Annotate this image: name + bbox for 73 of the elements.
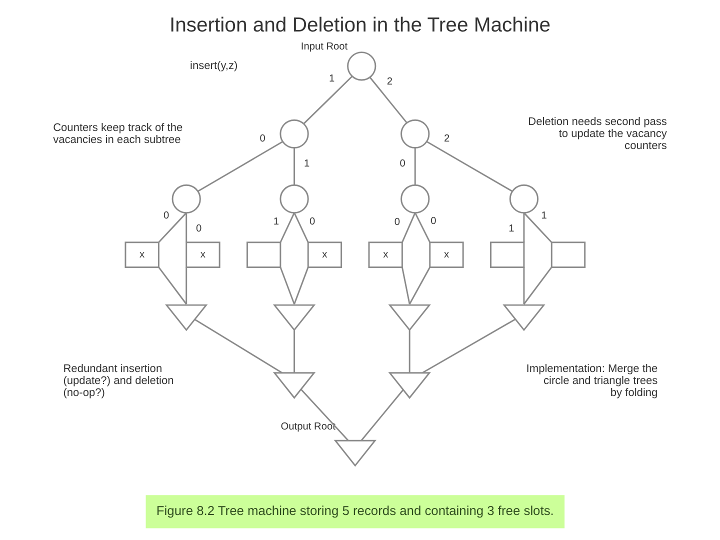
node-circle — [280, 119, 309, 149]
node-triangle — [502, 304, 546, 332]
label: Deletion needs second pass to update the vacancy counters — [528, 116, 667, 152]
node-box — [550, 242, 586, 268]
connector — [280, 212, 295, 243]
connector — [401, 267, 410, 304]
label: insert(y,z) — [190, 60, 238, 72]
connector — [408, 266, 431, 304]
edge-label: 0 — [430, 216, 436, 228]
edge-label: 2 — [386, 76, 393, 88]
edge-label: 0 — [163, 210, 170, 222]
diagram-title: Insertion and Deletion in the Tree Machine — [169, 14, 551, 37]
edge-label: 2 — [444, 133, 450, 144]
connector — [360, 389, 404, 442]
edge-label: 0 — [394, 217, 400, 228]
caption: Figure 8.2 Tree machine storing 5 records and containing 3 free slots. — [156, 503, 554, 518]
connector — [426, 141, 513, 192]
node-triangle — [165, 304, 208, 332]
connector — [294, 330, 296, 373]
node-label: Input Root — [300, 41, 348, 52]
connector — [194, 318, 282, 374]
node-triangle — [388, 372, 431, 399]
node-circle — [509, 184, 539, 214]
connector — [198, 141, 284, 192]
node-circle — [172, 184, 201, 214]
connector — [414, 212, 431, 243]
edge-label: 0 — [400, 158, 406, 170]
edge-label: 1 — [328, 73, 335, 84]
connector — [414, 148, 416, 185]
node-triangle — [272, 304, 316, 332]
connector — [300, 388, 349, 441]
edge-label: 0 — [260, 134, 266, 145]
connector — [186, 212, 188, 242]
connector — [402, 212, 416, 243]
connector — [523, 212, 525, 242]
node-box — [490, 242, 525, 268]
node-circle — [347, 52, 376, 81]
connector — [186, 267, 188, 304]
node-triangle — [388, 304, 431, 332]
node-circle — [400, 119, 430, 149]
node-box — [246, 242, 282, 268]
connector — [523, 267, 525, 304]
node-box: x — [368, 242, 403, 268]
node-box: x — [186, 242, 220, 268]
edge-label: 0 — [196, 223, 202, 234]
node-label: Output Root — [280, 421, 336, 432]
node-triangle — [334, 440, 377, 467]
label: Counters keep track of the vacancies in each subtree — [53, 122, 183, 146]
edge-label: 1 — [508, 223, 514, 234]
edge-label: 1 — [541, 210, 547, 222]
connector — [303, 76, 352, 124]
connector — [422, 318, 516, 374]
connector — [523, 266, 552, 305]
edge-label: 1 — [273, 216, 279, 228]
node-triangle — [272, 372, 316, 399]
node-box: x — [124, 242, 160, 268]
connector — [294, 212, 309, 243]
connector — [294, 266, 309, 304]
edge-label: 1 — [304, 158, 310, 170]
connector — [408, 330, 410, 373]
label: Redundant insertion (update?) and deletion (no-op?) — [63, 363, 174, 399]
connector — [369, 76, 408, 124]
connector — [294, 148, 296, 185]
connector — [158, 266, 187, 305]
label: Implementation: Merge the circle and triangle trees by folding — [526, 363, 658, 399]
node-box: x — [429, 242, 464, 268]
edge-label: 0 — [310, 216, 316, 228]
node-circle — [400, 184, 430, 214]
connector — [280, 266, 295, 304]
connector — [523, 212, 552, 243]
connector — [158, 212, 187, 243]
node-circle — [280, 184, 309, 214]
node-box: x — [307, 242, 342, 268]
